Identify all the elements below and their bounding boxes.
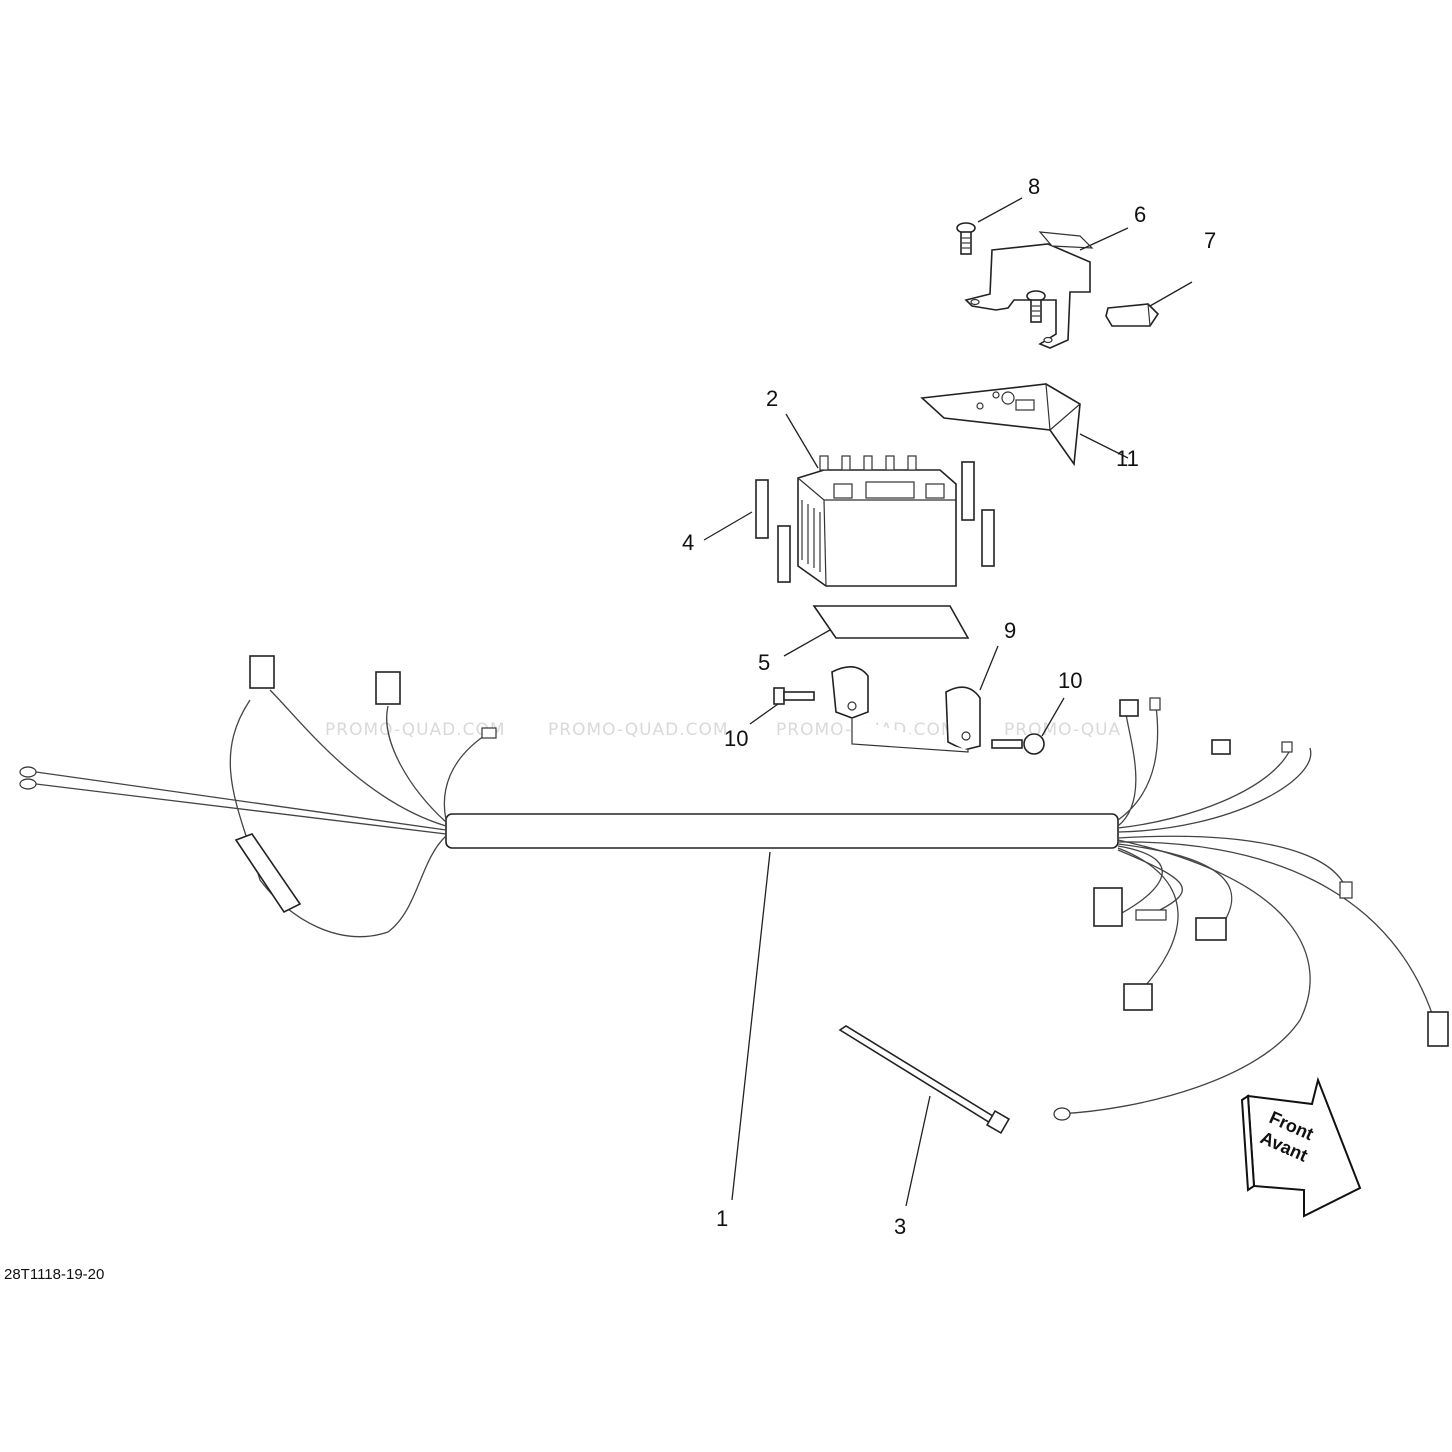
figure-code: 28T1118-19-20 xyxy=(4,1266,104,1283)
battery-pad-part-5 xyxy=(812,605,970,639)
pad-part-7 xyxy=(1105,303,1160,327)
cable-tie-part-3 xyxy=(838,1025,1011,1135)
callout-10-left: 10 xyxy=(724,726,748,751)
watermark-2: PROMO-QUAD.COM xyxy=(548,720,729,740)
callout-4: 4 xyxy=(682,530,694,555)
callout-7: 7 xyxy=(1204,228,1216,253)
hold-down-plate-part-11 xyxy=(920,383,1081,467)
callout-1: 1 xyxy=(716,1206,728,1231)
callout-11: 11 xyxy=(1116,446,1139,471)
battery-part-2 xyxy=(797,455,957,587)
bracket-part-6 xyxy=(964,231,1094,349)
callout-6: 6 xyxy=(1134,202,1146,227)
callout-5: 5 xyxy=(758,650,770,675)
straps-part-9 xyxy=(831,666,981,753)
watermark-4: PROMO-QUA xyxy=(1004,720,1121,740)
leader-lines xyxy=(703,197,1193,1207)
wiring-harness-part-1 xyxy=(19,655,1449,1121)
watermark-1: PROMO-QUAD.COM xyxy=(325,720,506,740)
callout-8: 8 xyxy=(1028,174,1040,199)
callout-10-right: 10 xyxy=(1058,668,1082,693)
callout-numbers: 8 6 7 2 11 4 5 9 10 10 1 3 xyxy=(682,174,1216,1239)
callout-9: 9 xyxy=(1004,618,1016,643)
battery-cell-caps xyxy=(819,455,917,471)
screw-part-8 xyxy=(956,222,976,255)
front-direction-arrow: Front Avant xyxy=(1240,1076,1362,1218)
bolt-right-part-10 xyxy=(991,733,1045,755)
callout-2: 2 xyxy=(766,386,778,411)
foam-blocks-part-4 xyxy=(755,461,995,583)
callout-3: 3 xyxy=(894,1214,906,1239)
bolt-left-part-10 xyxy=(773,687,815,705)
